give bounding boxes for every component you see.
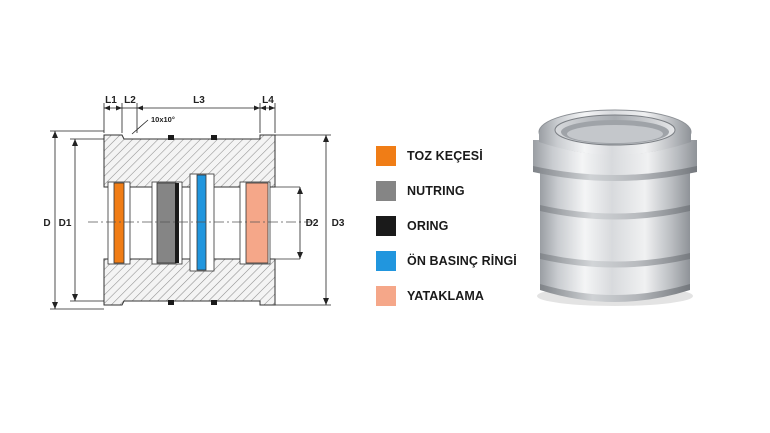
legend-item-toz-kecesi: TOZ KEÇESİ (376, 146, 483, 166)
section-top-half (103, 134, 276, 188)
seal-toz-kecesi (113, 182, 125, 264)
dimension-arrows (52, 105, 329, 309)
dim-label-d3: D3 (332, 218, 345, 229)
legend-label-oring: ORING (407, 219, 449, 233)
legend-swatch-nutring (376, 181, 396, 201)
seal-on-basinc-ringi (196, 174, 207, 271)
legend-swatch-oring (376, 216, 396, 236)
legend-swatch-on-basinc-ringi (376, 251, 396, 271)
seal-yataklama (245, 182, 269, 264)
dim-label-chamfer: 10x10° (151, 115, 175, 124)
seal-oring (175, 183, 179, 263)
legend-label-on-basinc-ringi: ÖN BASINÇ RİNGİ (407, 254, 517, 268)
dim-label-d2: D2 (306, 218, 319, 229)
seals (113, 174, 269, 271)
outer-groove-3 (168, 300, 174, 305)
legend-swatch-yataklama (376, 286, 396, 306)
dim-label-l1: L1 (105, 95, 117, 106)
bushing-photo (533, 109, 697, 306)
dim-label-l4: L4 (262, 95, 274, 106)
seal-nutring (156, 182, 177, 264)
legend-item-nutring: NUTRING (376, 181, 465, 201)
legend-item-oring: ORING (376, 216, 448, 236)
dim-label-l3: L3 (193, 95, 205, 106)
section-bottom-half (103, 258, 276, 306)
bushing-cross-section (103, 134, 300, 306)
outer-groove-2 (211, 135, 217, 140)
dimensions (50, 103, 331, 310)
legend-swatch-toz-kecesi (376, 146, 396, 166)
dim-label-d: D (43, 218, 50, 229)
outer-groove-1 (168, 135, 174, 140)
legend-label-yataklama: YATAKLAMA (407, 289, 485, 303)
legend-label-nutring: NUTRING (407, 184, 465, 198)
legend-item-yataklama: YATAKLAMA (376, 286, 484, 306)
legend-label-toz-kecesi: TOZ KEÇESİ (407, 149, 483, 163)
outer-groove-4 (211, 300, 217, 305)
legend-item-on-basinc-ringi: ÖN BASINÇ RİNGİ (376, 251, 517, 271)
dim-label-l2: L2 (124, 95, 136, 106)
dim-label-d1: D1 (59, 218, 72, 229)
